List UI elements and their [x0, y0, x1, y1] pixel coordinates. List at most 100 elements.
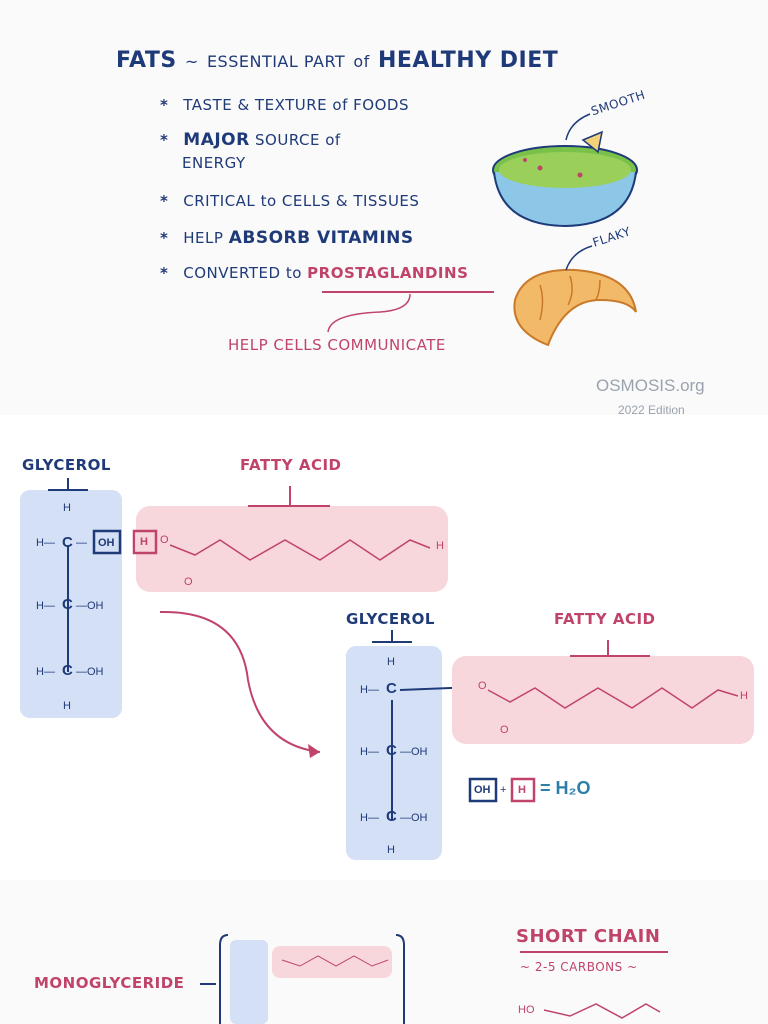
mono-chain: [281, 955, 389, 967]
bullet-text: CELLS & TISSUES: [281, 192, 420, 210]
atom-o: O: [160, 534, 169, 546]
bullet-text: ENERGY: [182, 154, 246, 172]
mono-glycerol-box: [230, 940, 268, 1024]
bond: —: [76, 537, 87, 549]
asterisk-icon: *: [160, 96, 169, 114]
connector-line: [327, 293, 411, 333]
fatty-acid-label-2: FATTY ACID: [554, 610, 656, 628]
atom-c: C: [62, 662, 73, 679]
atom-o: O: [500, 724, 509, 736]
bullet-converted: * CONVERTED to PROSTAGLANDINS: [160, 264, 468, 282]
title-healthy-diet: HEALTHY DIET: [377, 48, 559, 73]
smooth-pointer: [565, 113, 591, 141]
title-essential: ESSENTIAL PART: [206, 52, 346, 71]
page-title: FATS ~ ESSENTIAL PART of HEALTHY DIET: [116, 48, 558, 73]
water-equation: = H₂O: [540, 778, 591, 798]
short-chain-label: SHORT CHAIN: [516, 926, 661, 947]
atom-oh: —OH: [76, 666, 104, 678]
asterisk-icon: *: [160, 264, 169, 282]
atom-oh: —OH: [76, 600, 104, 612]
atom-c: C: [386, 680, 397, 697]
atom-c: C: [386, 742, 397, 759]
atom-oh: —OH: [400, 746, 428, 758]
arrowhead-icon: [308, 744, 320, 758]
atom-h: H: [436, 540, 444, 552]
panel-fats-intro: [0, 0, 768, 415]
edition-label: 2022 Edition: [618, 403, 685, 417]
bullet-text: HELP: [183, 229, 224, 247]
flaky-pointer: [565, 245, 593, 271]
oh-highlight-box: [92, 529, 122, 555]
title-of: of: [353, 52, 370, 71]
bullet-text: CRITICAL: [183, 192, 256, 210]
h-box-small: [510, 777, 536, 803]
bullet-bold: ABSORB VITAMINS: [228, 228, 414, 248]
atom-oh: —OH: [400, 812, 428, 824]
bullet-text: of: [325, 131, 341, 149]
asterisk-icon: *: [160, 229, 169, 247]
bullet-text: TASTE & TEXTURE: [183, 96, 328, 114]
asterisk-icon: *: [160, 192, 169, 210]
atom-h: H—: [360, 684, 379, 696]
atom-o: O: [478, 680, 487, 692]
bullet-bold: MAJOR: [183, 130, 250, 150]
atom-h: H: [63, 700, 71, 712]
oh-small-label: OH: [474, 784, 491, 796]
fatty-acid-chain: [169, 539, 431, 561]
bullet-critical: * CRITICAL to CELLS & TISSUES: [160, 192, 419, 210]
bracket-right: [395, 934, 405, 1024]
atom-h: H: [387, 656, 395, 668]
bullet-text: to: [285, 264, 302, 282]
atom-h: H—: [36, 666, 55, 678]
atom-c: C: [386, 808, 397, 825]
bullet-text: FOODS: [353, 96, 409, 114]
atom-h: H—: [36, 537, 55, 549]
mono-fatty-acid-box: [272, 946, 392, 978]
bullet-text: SOURCE: [255, 131, 320, 149]
monoglyceride-label: MONOGLYCERIDE: [34, 974, 185, 992]
atom-h: H—: [36, 600, 55, 612]
oh-label: OH: [98, 537, 115, 549]
bullet-energy: * MAJOR SOURCE of ENERGY: [160, 130, 460, 172]
oh-box-small: [468, 777, 498, 803]
fatty-acid-chain-2: [487, 687, 739, 709]
bullet-taste: * TASTE & TEXTURE of FOODS: [160, 96, 409, 114]
atom-h: H: [63, 502, 71, 514]
atom-h: H: [387, 844, 395, 856]
osmosis-logo: OSMOSIS.org: [596, 376, 705, 395]
reaction-arrow: [159, 610, 321, 753]
carbons-label: ~ 2-5 CARBONS ~: [520, 960, 638, 974]
plus-sign: +: [500, 784, 507, 796]
atom-h: H—: [360, 812, 379, 824]
h-highlight-box: [132, 529, 158, 555]
ho-label: HO: [518, 1004, 535, 1016]
atom-o: O: [184, 576, 193, 588]
asterisk-icon: *: [160, 131, 169, 149]
short-chain-molecule: [543, 1003, 661, 1019]
glycerol-box-2: [346, 646, 442, 860]
title-fats: FATS: [116, 48, 177, 73]
atom-h: H: [740, 690, 748, 702]
atom-c: C: [62, 534, 73, 551]
fatty-acid-label: FATTY ACID: [240, 456, 342, 474]
fatty-acid-box: [136, 506, 448, 592]
title-separator: ~: [184, 52, 199, 71]
fatty-acid-box-2: [452, 656, 754, 744]
atom-c: C: [62, 596, 73, 613]
glycerol-label-2: GLYCEROL: [346, 610, 435, 628]
help-cells-label: HELP CELLS COMMUNICATE: [228, 336, 446, 354]
prostaglandins-label: PROSTAGLANDINS: [307, 264, 469, 282]
bullet-text: of: [332, 96, 348, 114]
h-label: H: [140, 536, 148, 548]
h-small-label: H: [518, 784, 526, 796]
guacamole-bowl-icon: [492, 130, 638, 228]
glycerol-label: GLYCEROL: [22, 456, 111, 474]
bullet-text: to: [260, 192, 277, 210]
croissant-icon: [513, 268, 637, 347]
bullet-text: CONVERTED: [183, 264, 281, 282]
atom-h: H—: [360, 746, 379, 758]
bullet-absorb: * HELP ABSORB VITAMINS: [160, 228, 414, 248]
bracket-left: [219, 934, 229, 1024]
glycerol-box: [20, 490, 122, 718]
